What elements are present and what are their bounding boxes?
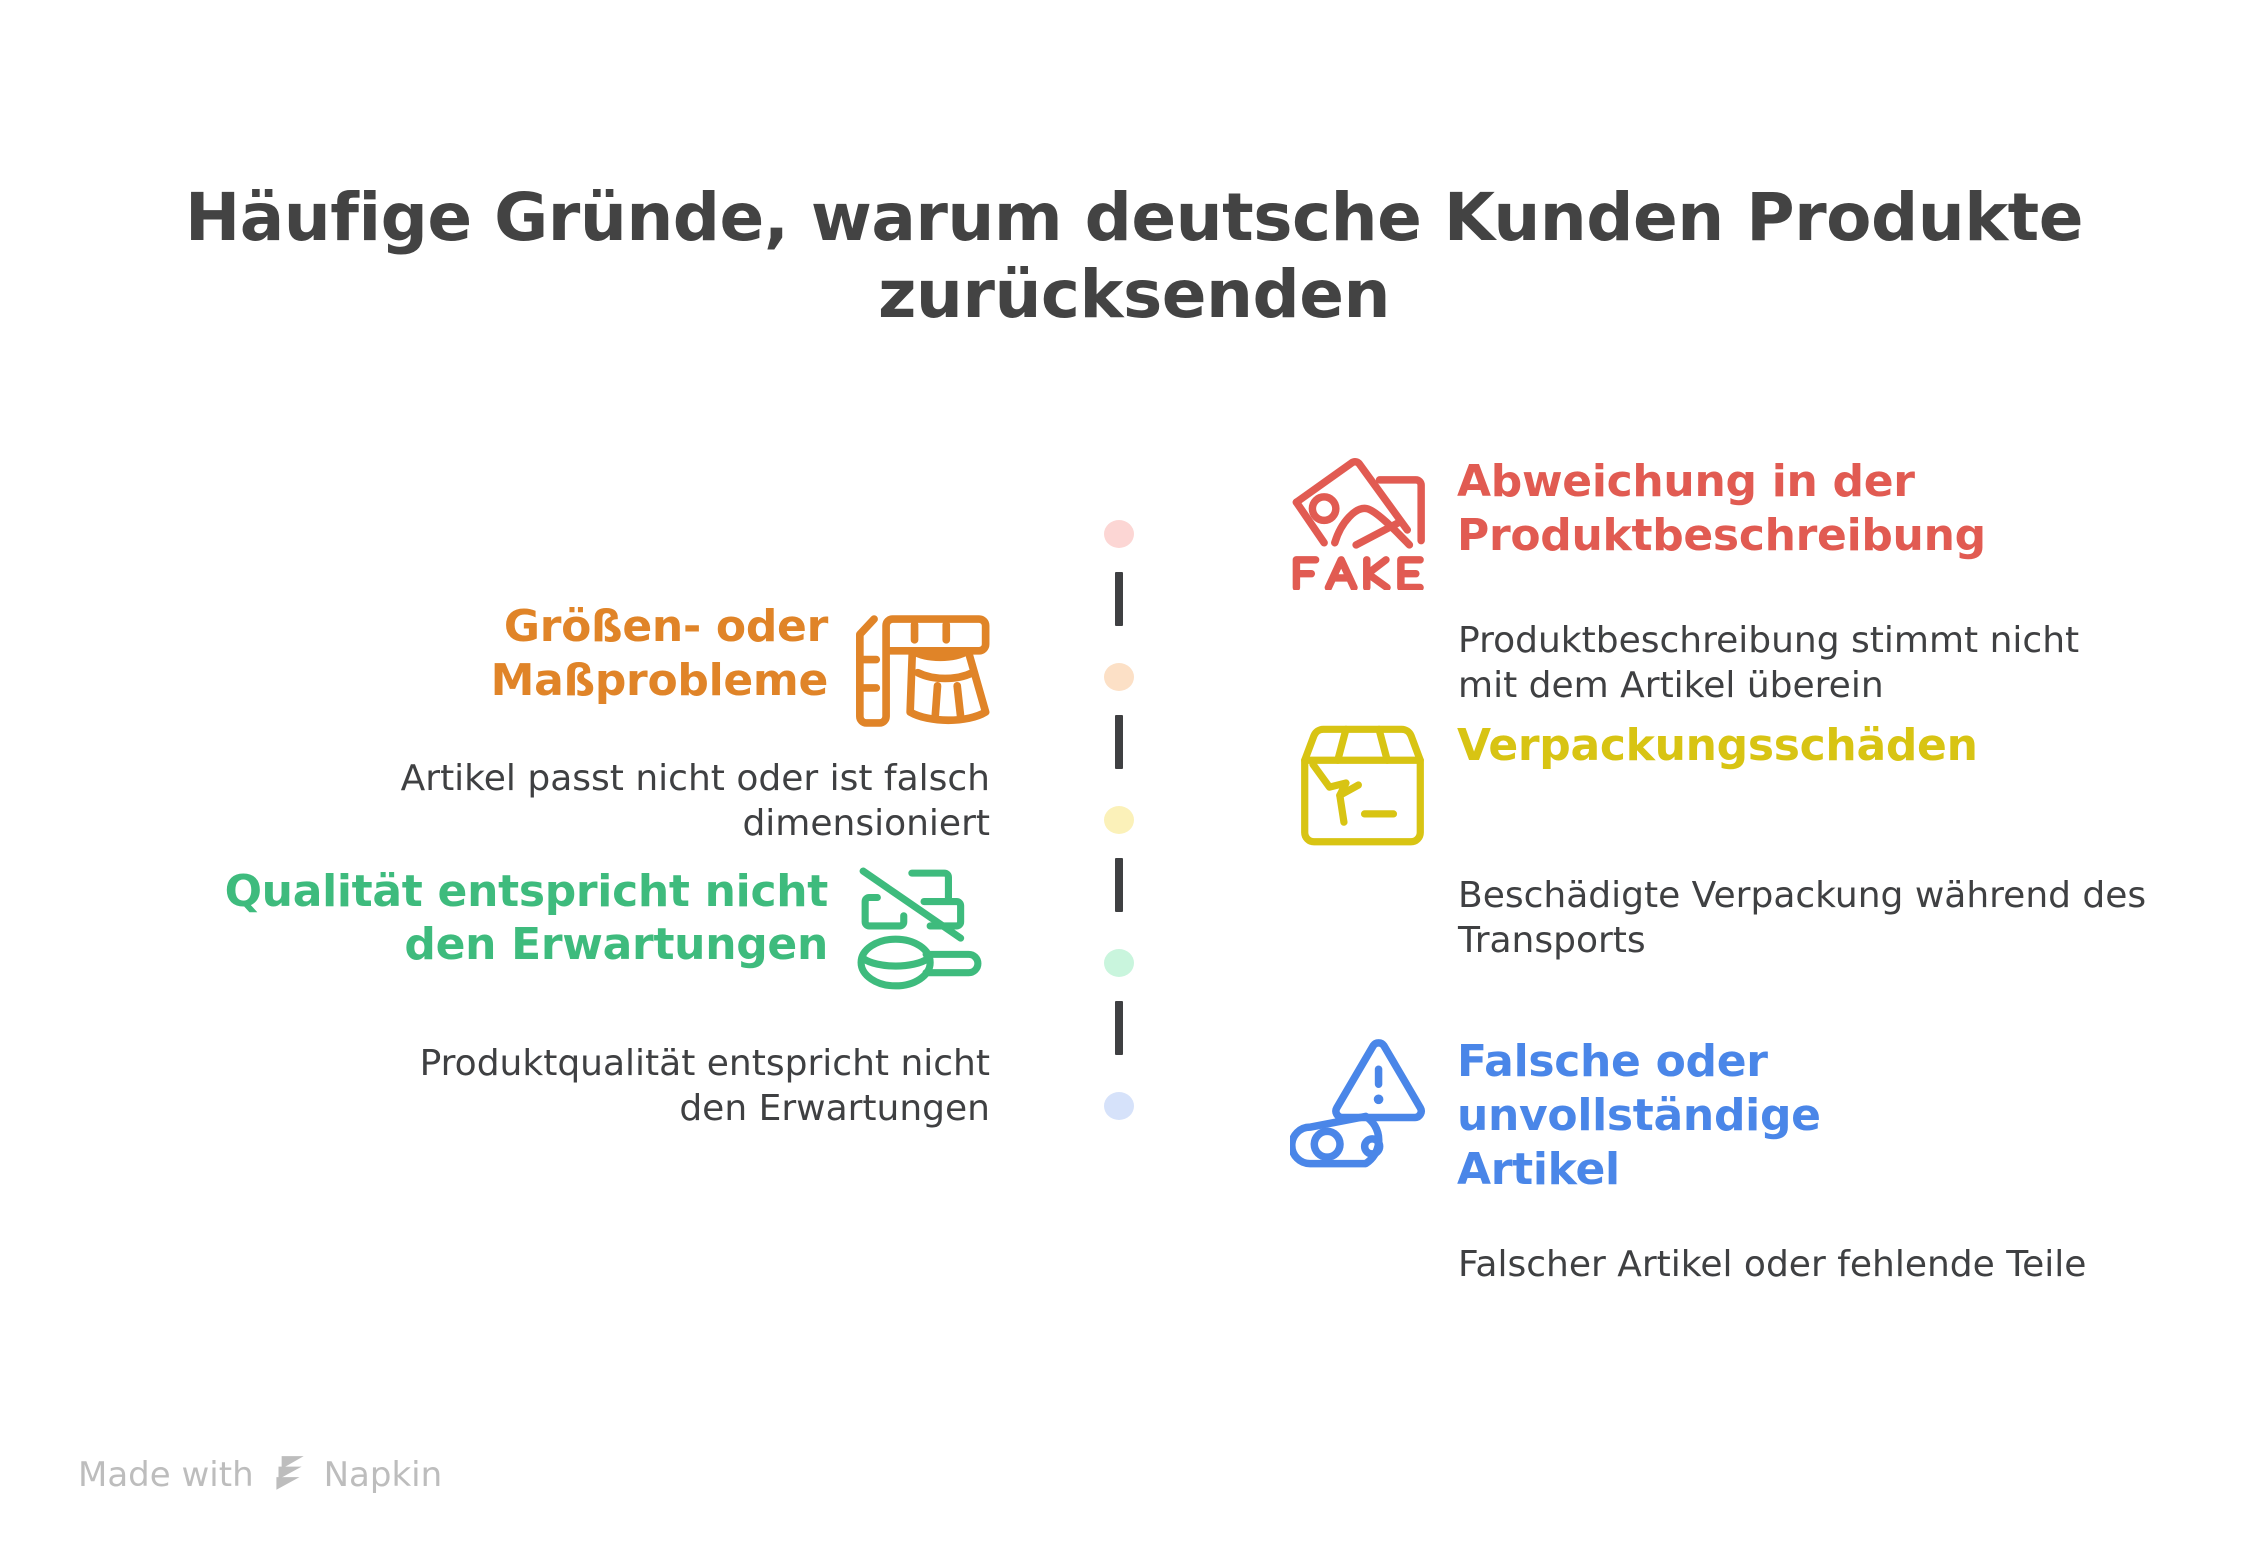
item-quality-description: Produktqualität entspricht nicht den Erw…: [419, 1042, 990, 1130]
timeline-dot-yellow: [1104, 806, 1134, 834]
item-size-heading-row: Größen- oder Maßprobleme: [110, 600, 990, 730]
item-quality-heading: Qualität entspricht nicht den Erwartunge…: [224, 865, 829, 971]
timeline-dash: [1115, 1001, 1123, 1055]
item-packaging-heading: Verpackungsschäden: [1457, 719, 1978, 771]
item-size-problems: Größen- oder Maßprobleme Artikel passt: [110, 600, 990, 847]
item-wrong-item: Falsche oder unvollständige Artikel Fals…: [1290, 1035, 2160, 1287]
item-wrong-heading: Falsche oder unvollständige Artikel: [1457, 1036, 1821, 1195]
item-quality-expectations: Qualität entspricht nicht den Erwartunge…: [110, 865, 990, 1132]
left-column: Größen- oder Maßprobleme Artikel passt: [110, 600, 990, 1137]
fake-photo-icon: [1290, 455, 1435, 590]
broken-quality-spoon-icon: [850, 865, 990, 995]
item-size-description: Artikel passt nicht oder ist falsch dime…: [400, 758, 990, 845]
item-packaging-description: Beschädigte Verpackung während des Trans…: [1458, 874, 2147, 962]
ruler-skirt-icon: [850, 600, 990, 730]
napkin-brand-label: Napkin: [323, 1455, 443, 1495]
warning-part-icon: [1290, 1035, 1435, 1170]
napkin-logo-icon: [268, 1454, 310, 1496]
timeline-dash: [1115, 858, 1123, 912]
damaged-box-icon: [1290, 719, 1435, 849]
timeline-dot-peach: [1104, 663, 1134, 691]
timeline-dash: [1115, 572, 1123, 626]
timeline-dash: [1115, 715, 1123, 769]
timeline: [1104, 520, 1164, 1140]
timeline-dot-mint: [1104, 949, 1134, 977]
item-packaging-damage: Verpackungsschäden Beschädigte Verpackun…: [1290, 719, 2160, 964]
item-wrong-heading-row: Falsche oder unvollständige Artikel: [1290, 1035, 2160, 1196]
timeline-dot-pink: [1104, 520, 1134, 548]
item-description-heading: Abweichung in der Produktbeschreibung: [1457, 456, 1986, 561]
item-packaging-heading-row: Verpackungsschäden: [1290, 719, 2160, 849]
item-size-heading: Größen- oder Maßprobleme: [490, 601, 829, 706]
made-with-label: Made with: [78, 1455, 254, 1495]
item-description-heading-row: Abweichung in der Produktbeschreibung: [1290, 455, 2160, 590]
item-wrong-description: Falscher Artikel oder fehlende Teile: [1458, 1244, 2087, 1286]
timeline-dot-blue: [1104, 1092, 1134, 1120]
item-quality-heading-row: Qualität entspricht nicht den Erwartunge…: [110, 865, 990, 995]
item-description-description: Produktbeschreibung stimmt nicht mit dem…: [1458, 620, 2080, 707]
page-title: Häufige Gründe, warum deutsche Kunden Pr…: [185, 179, 2083, 334]
right-column: Abweichung in der Produktbeschreibung Pr…: [1290, 455, 2160, 1294]
item-description-mismatch: Abweichung in der Produktbeschreibung Pr…: [1290, 455, 2160, 709]
made-with-napkin-footer: Made with Napkin: [78, 1454, 442, 1496]
